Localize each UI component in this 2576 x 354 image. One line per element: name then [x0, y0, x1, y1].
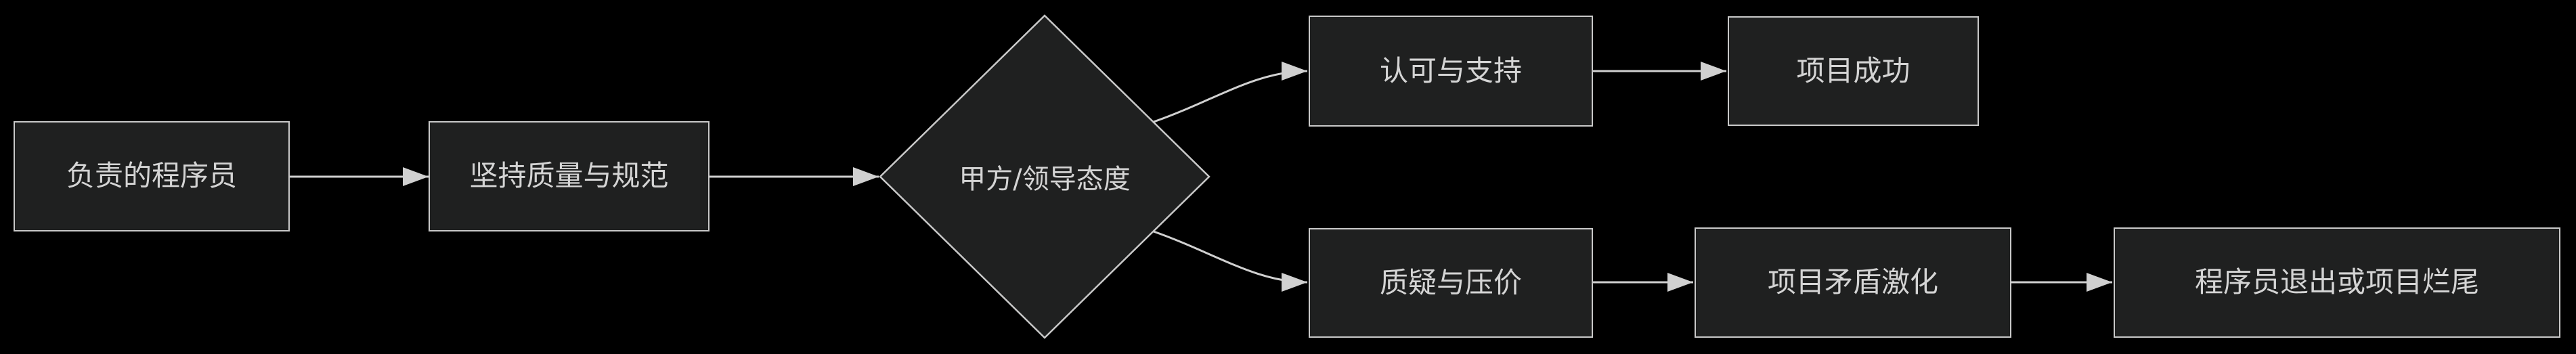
node-quit-or-unfinished: 程序员退出或项目烂尾	[2114, 227, 2560, 338]
node-responsible-programmer-label: 负责的程序员	[66, 159, 237, 193]
node-conflict-escalation: 项目矛盾激化	[1695, 227, 2011, 338]
node-responsible-programmer: 负责的程序员	[14, 121, 290, 231]
node-quality-standards-label: 坚持质量与规范	[469, 159, 669, 193]
node-quality-standards: 坚持质量与规范	[429, 121, 710, 231]
node-doubt-price-pressure: 质疑与压价	[1309, 228, 1593, 338]
edge-attitude-to-doubt	[1153, 230, 1308, 292]
node-project-success: 项目成功	[1728, 16, 1979, 126]
node-doubt-price-pressure-label: 质疑与压价	[1379, 265, 1522, 299]
decision-client-attitude: 甲方/领导态度	[909, 156, 1180, 197]
node-conflict-escalation-label: 项目矛盾激化	[1767, 265, 1938, 299]
node-project-success-label: 项目成功	[1796, 53, 1911, 87]
decision-client-attitude-label: 甲方/领导态度	[959, 164, 1131, 195]
node-quit-or-unfinished-label: 程序员退出或项目烂尾	[2194, 265, 2479, 299]
node-approval-support-label: 认可与支持	[1379, 53, 1522, 87]
edge-attitude-to-approval	[1153, 62, 1308, 123]
decision-diamond-shape	[879, 14, 1210, 339]
node-approval-support: 认可与支持	[1309, 16, 1593, 127]
